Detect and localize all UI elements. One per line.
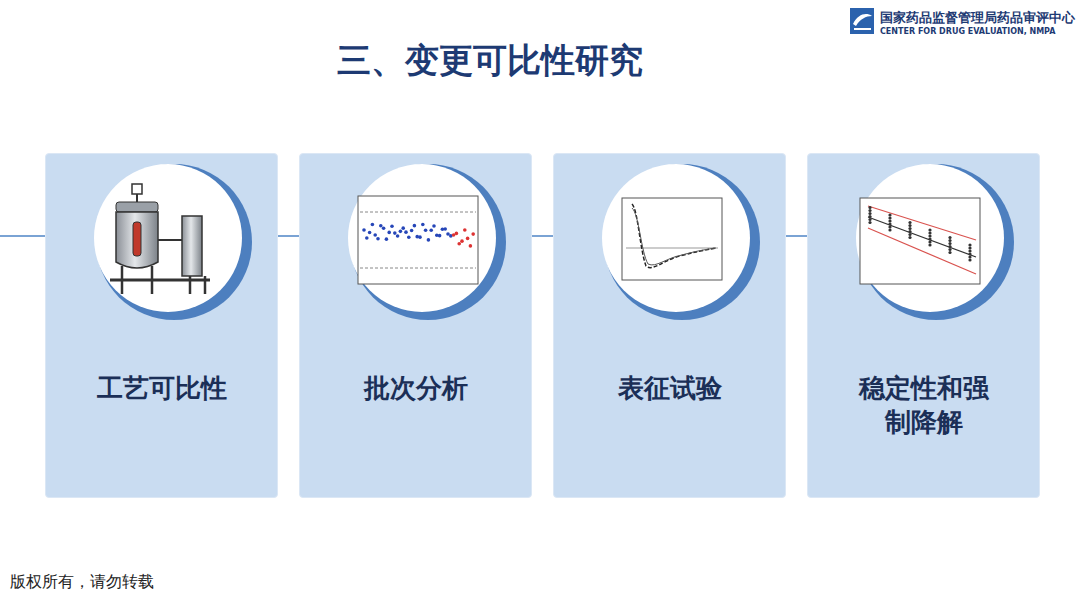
step-label: 表征试验 [554,372,785,406]
step-panel: 稳定性和强 制降解 [807,153,1040,498]
step-label: 稳定性和强 制降解 [808,372,1039,440]
flow-connector [532,235,553,237]
agency-name: 国家药品监督管理局药品审评中心 [880,9,1075,27]
copyright-note: 版权所有，请勿转载 [10,572,154,593]
flow-line-start [0,235,46,237]
step-label: 批次分析 [300,372,531,406]
agency-name-english: CENTER FOR DRUG EVALUATION, NMPA [880,27,1055,36]
slide-title: 三、变更可比性研究 [0,38,980,84]
step-panel: 批次分析 [299,153,532,498]
flow-connector [786,235,807,237]
logo-emblem [853,14,872,26]
flow-connector [278,235,299,237]
step-label: 工艺可比性 [46,372,277,406]
logo-square [850,8,874,34]
logo-emblem-line [854,28,871,30]
step-panel: 工艺可比性 [45,153,278,498]
step-panel: 表征试验 [553,153,786,498]
